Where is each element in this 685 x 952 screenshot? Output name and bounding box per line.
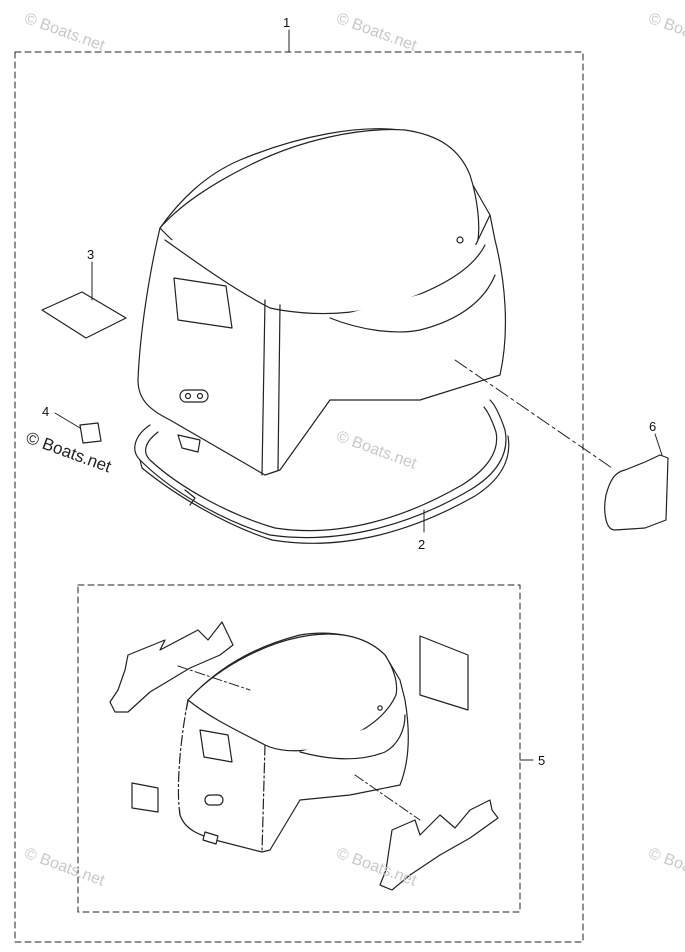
decal-6 — [604, 454, 669, 531]
leader-6 — [654, 433, 663, 456]
callout-4: 4 — [42, 404, 50, 419]
kit-decal-lower — [379, 799, 499, 891]
kit-label-small — [131, 782, 159, 813]
label-4 — [79, 422, 102, 444]
label-3 — [41, 291, 127, 339]
callout-3: 3 — [87, 247, 95, 262]
kit-decal-right — [419, 635, 469, 711]
cowling-seal-2 — [134, 399, 510, 544]
assembly-box-1 — [14, 51, 584, 943]
kit-cowling — [177, 632, 409, 853]
top-cowling — [137, 128, 507, 476]
leader-4 — [54, 412, 81, 429]
decal-kit-box-5 — [77, 584, 521, 913]
callout-2: 2 — [418, 537, 426, 552]
leader-6-dashdot — [454, 359, 613, 469]
kit-decal-left — [109, 621, 234, 713]
callout-6: 6 — [649, 419, 657, 434]
callout-1: 1 — [283, 15, 291, 30]
callout-5: 5 — [538, 753, 546, 768]
